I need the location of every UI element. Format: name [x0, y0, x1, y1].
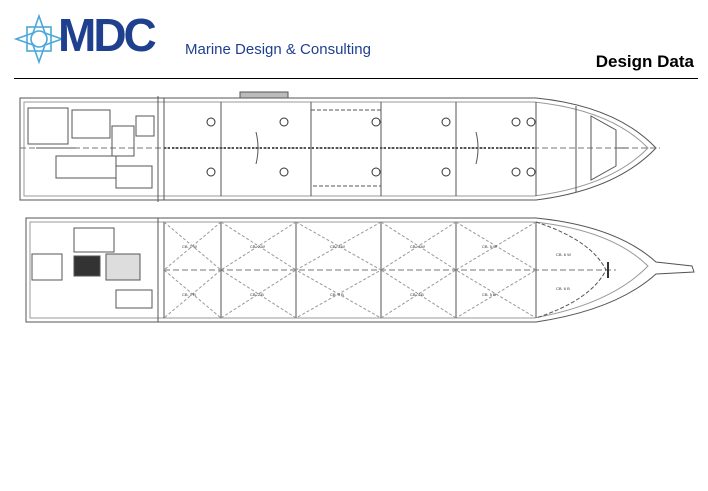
company-logo: MDC Marine Design & Consulting [14, 9, 404, 70]
tank-label: CB. 1 B [182, 292, 196, 297]
tank-label: CB. 6 B [556, 286, 570, 291]
accommodation-block [27, 107, 69, 145]
header-divider [14, 78, 698, 79]
compass-rose-icon [14, 14, 64, 64]
ship-general-arrangement-drawing: CB. 1 W CB. 2 W CB. 3 W CB. 4 W CB. 5 W … [19, 91, 695, 323]
logo-wordmark: MDC [58, 9, 157, 61]
tank-label: CB. 4 B [410, 292, 424, 297]
page-title: Design Data [595, 52, 694, 71]
tank-label: CB. 6 W [556, 252, 571, 257]
tank-plan-view [25, 217, 695, 323]
tank-label: CB. 3 B [330, 292, 344, 297]
tank-labels: CB. 1 W CB. 2 W CB. 3 W CB. 4 W CB. 5 W … [182, 244, 571, 297]
tank-label: CB. 5 W [482, 244, 497, 249]
deck-plan-view [19, 91, 660, 202]
logo-subtitle: Marine Design & Consulting [185, 41, 371, 58]
tank-label: CB. 3 W [330, 244, 345, 249]
tank-label: CB. 1 W [182, 244, 197, 249]
hull-outline-tank [25, 217, 695, 323]
tank-label: CB. 5 B [482, 292, 496, 297]
tank-label: CB. 4 W [410, 244, 425, 249]
tank-label: CB. 2 B [250, 292, 264, 297]
tank-label: CB. 2 W [250, 244, 265, 249]
